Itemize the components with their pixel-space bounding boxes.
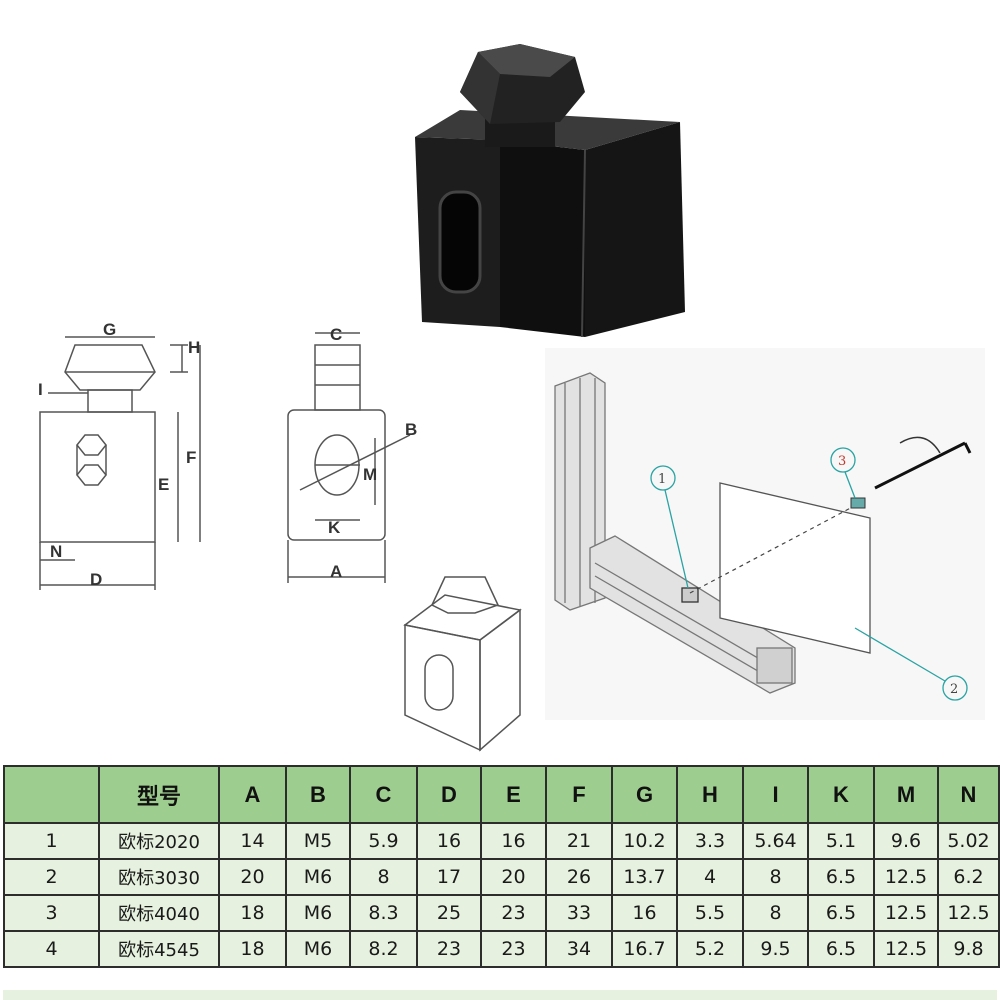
header-cell — [3, 765, 100, 824]
table-cell: 欧标2020 — [98, 822, 220, 860]
table-cell: 16 — [416, 822, 482, 860]
table-cell: 21 — [545, 822, 613, 860]
table-cell: 20 — [218, 858, 287, 896]
label-a: A — [330, 562, 342, 581]
table-continuation — [3, 990, 997, 1000]
table-cell: 5.1 — [807, 822, 875, 860]
table-cell: 12.5 — [873, 858, 939, 896]
header-cell: I — [742, 765, 809, 824]
callout-3: 3 — [838, 454, 846, 469]
spec-table: 型号 A B C D E F G H I K M N 1 欧标2020 14 M… — [3, 765, 1000, 968]
table-cell: 1 — [3, 822, 100, 860]
header-cell: E — [480, 765, 547, 824]
table-cell: 8 — [742, 858, 809, 896]
table-row: 2 欧标3030 20 M6 8 17 20 26 13.7 4 8 6.5 1… — [3, 858, 1000, 896]
dimension-drawings: G H I E F N D C B M K A — [38, 320, 522, 752]
table-cell: M6 — [285, 930, 351, 968]
table-cell: 23 — [416, 930, 482, 968]
table-cell: 33 — [545, 894, 613, 932]
label-e: E — [158, 475, 169, 494]
table-cell: 5.9 — [349, 822, 418, 860]
table-cell: 5.64 — [742, 822, 809, 860]
table-cell: 9.8 — [937, 930, 1000, 968]
table-cell: 欧标4040 — [98, 894, 220, 932]
table-cell: 5.2 — [676, 930, 744, 968]
table-cell: 12.5 — [873, 930, 939, 968]
table-cell: 14 — [218, 822, 287, 860]
header-cell: C — [349, 765, 418, 824]
table-cell: 25 — [416, 894, 482, 932]
table-cell: 6.2 — [937, 858, 1000, 896]
table-cell: 5.02 — [937, 822, 1000, 860]
header-cell: A — [218, 765, 287, 824]
label-h: H — [188, 338, 200, 357]
table-cell: 5.5 — [676, 894, 744, 932]
table-cell: 2 — [3, 858, 100, 896]
table-cell: M6 — [285, 858, 351, 896]
table-cell: 9.5 — [742, 930, 809, 968]
callout-1: 1 — [658, 472, 666, 487]
table-cell: 欧标4545 — [98, 930, 220, 968]
table-cell: M5 — [285, 822, 351, 860]
table-cell: 10.2 — [611, 822, 678, 860]
table-cell: 26 — [545, 858, 613, 896]
table-cell: 16 — [480, 822, 547, 860]
table-cell: 6.5 — [807, 894, 875, 932]
assembly-diagram: 1 2 3 — [545, 348, 985, 720]
table-cell: 34 — [545, 930, 613, 968]
table-cell: 16 — [611, 894, 678, 932]
label-f: F — [186, 448, 196, 467]
table-cell: 8.2 — [349, 930, 418, 968]
table-cell: 9.6 — [873, 822, 939, 860]
table-cell: M6 — [285, 894, 351, 932]
table-cell: 6.5 — [807, 930, 875, 968]
header-cell: F — [545, 765, 613, 824]
table-cell: 16.7 — [611, 930, 678, 968]
table-header-row: 型号 A B C D E F G H I K M N — [3, 765, 1000, 824]
header-cell: B — [285, 765, 351, 824]
table-cell: 8 — [349, 858, 418, 896]
table-cell: 3 — [3, 894, 100, 932]
header-cell: D — [416, 765, 482, 824]
callout-2: 2 — [950, 682, 958, 697]
table-cell: 欧标3030 — [98, 858, 220, 896]
label-c: C — [330, 325, 342, 344]
table-cell: 4 — [676, 858, 744, 896]
table-cell: 23 — [480, 930, 547, 968]
header-cell: K — [807, 765, 875, 824]
table-cell: 23 — [480, 894, 547, 932]
table-cell: 8 — [742, 894, 809, 932]
label-k: K — [328, 518, 341, 537]
table-row: 3 欧标4040 18 M6 8.3 25 23 33 16 5.5 8 6.5… — [3, 894, 1000, 932]
label-m: M — [363, 465, 377, 484]
table-cell: 13.7 — [611, 858, 678, 896]
product-photo — [400, 22, 700, 347]
table-row: 4 欧标4545 18 M6 8.2 23 23 34 16.7 5.2 9.5… — [3, 930, 1000, 968]
table-cell: 8.3 — [349, 894, 418, 932]
table-cell: 12.5 — [937, 894, 1000, 932]
header-cell: N — [937, 765, 1000, 824]
label-b: B — [405, 420, 417, 439]
table-cell: 4 — [3, 930, 100, 968]
table-cell: 18 — [218, 930, 287, 968]
label-d: D — [90, 570, 102, 589]
label-n: N — [50, 542, 62, 561]
header-cell: G — [611, 765, 678, 824]
label-g: G — [103, 320, 116, 339]
label-i: I — [38, 380, 43, 399]
table-cell: 6.5 — [807, 858, 875, 896]
table-cell: 17 — [416, 858, 482, 896]
table-cell: 20 — [480, 858, 547, 896]
header-cell: M — [873, 765, 939, 824]
table-row: 1 欧标2020 14 M5 5.9 16 16 21 10.2 3.3 5.6… — [3, 822, 1000, 860]
header-cell: H — [676, 765, 744, 824]
header-cell: 型号 — [98, 765, 220, 824]
table-cell: 18 — [218, 894, 287, 932]
table-cell: 3.3 — [676, 822, 744, 860]
table-cell: 12.5 — [873, 894, 939, 932]
